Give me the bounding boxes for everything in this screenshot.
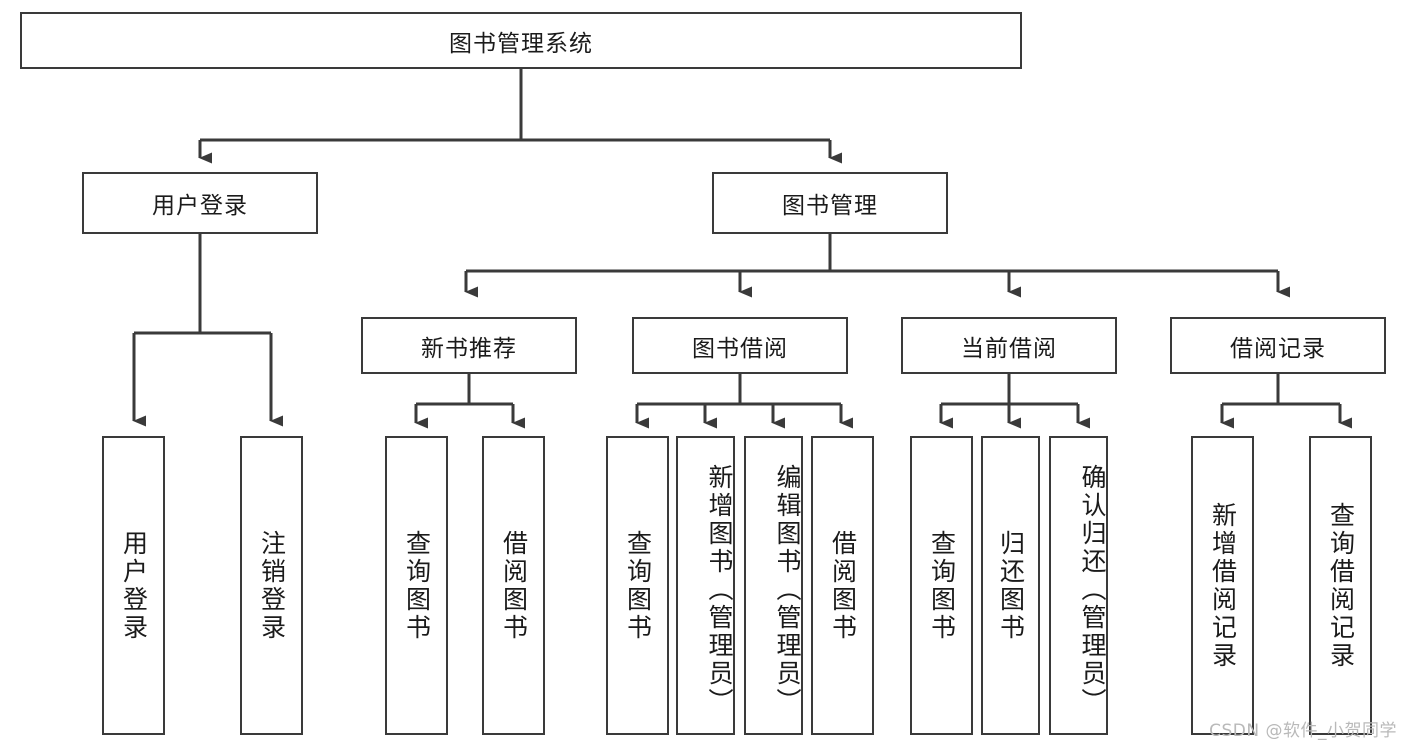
node-current-borrow[interactable]: 当前借阅 — [901, 317, 1117, 374]
node-user-login[interactable]: 用户登录 — [82, 172, 318, 234]
leaf-confirm-return-admin[interactable]: 确认归还（管理员） — [1049, 436, 1108, 735]
leaf-query-book-borrow[interactable]: 查询图书 — [606, 436, 669, 735]
leaf-borrow-book-recommend[interactable]: 借阅图书 — [482, 436, 545, 735]
node-label: 当前借阅 — [961, 335, 1057, 362]
node-label: 借阅图书 — [828, 529, 858, 642]
node-label: 图书借阅 — [692, 335, 788, 362]
node-label: 查询图书 — [927, 529, 957, 642]
node-label: 编辑图书（管理员） — [773, 463, 802, 716]
node-label: 新增借阅记录 — [1208, 501, 1238, 670]
node-label: 图书管理 — [782, 193, 878, 219]
node-new-book-recommend[interactable]: 新书推荐 — [361, 317, 577, 374]
leaf-query-borrow-record[interactable]: 查询借阅记录 — [1309, 436, 1372, 735]
node-root-system[interactable]: 图书管理系统 — [20, 12, 1022, 69]
node-label: 注销登录 — [257, 529, 287, 642]
node-label: 查询图书 — [402, 529, 432, 642]
node-borrow-records[interactable]: 借阅记录 — [1170, 317, 1386, 374]
leaf-user-login[interactable]: 用户登录 — [102, 436, 165, 735]
node-label: 借阅图书 — [499, 529, 529, 642]
node-label: 确认归还（管理员） — [1078, 463, 1107, 716]
node-book-management[interactable]: 图书管理 — [712, 172, 948, 234]
leaf-query-book-current[interactable]: 查询图书 — [910, 436, 973, 735]
leaf-add-borrow-record[interactable]: 新增借阅记录 — [1191, 436, 1254, 735]
watermark-text: CSDN @软件_小贺同学 — [1209, 721, 1397, 741]
node-label: 用户登录 — [119, 529, 149, 642]
leaf-logout-login[interactable]: 注销登录 — [240, 436, 303, 735]
node-label: 归还图书 — [996, 529, 1026, 642]
node-label: 查询借阅记录 — [1326, 501, 1356, 670]
node-book-borrow[interactable]: 图书借阅 — [632, 317, 848, 374]
node-label: 新书推荐 — [421, 335, 517, 362]
node-label: 用户登录 — [152, 193, 248, 219]
node-label: 查询图书 — [623, 529, 653, 642]
node-label: 新增图书（管理员） — [705, 463, 734, 716]
leaf-return-book[interactable]: 归还图书 — [981, 436, 1040, 735]
node-label: 图书管理系统 — [449, 30, 593, 57]
leaf-query-book-recommend[interactable]: 查询图书 — [385, 436, 448, 735]
leaf-add-book-admin[interactable]: 新增图书（管理员） — [676, 436, 735, 735]
leaf-edit-book-admin[interactable]: 编辑图书（管理员） — [744, 436, 803, 735]
leaf-borrow-book[interactable]: 借阅图书 — [811, 436, 874, 735]
node-label: 借阅记录 — [1230, 335, 1326, 362]
